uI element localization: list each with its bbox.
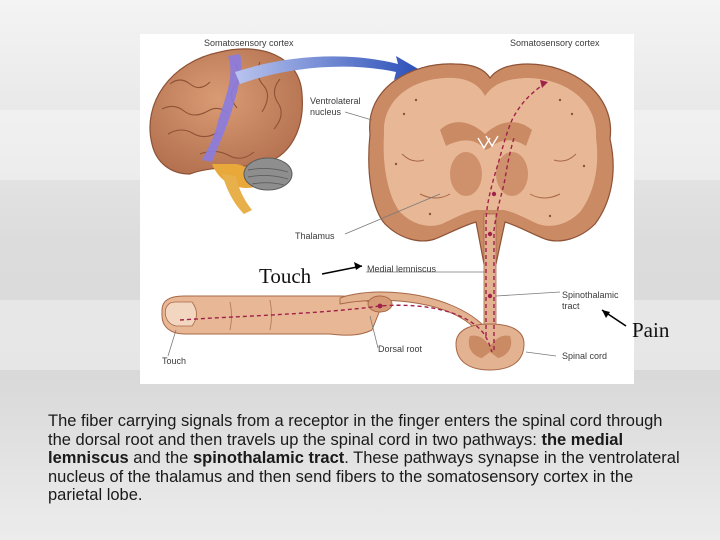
label-somatosensory-left: Somatosensory cortex: [204, 38, 294, 48]
label-nucleus: nucleus: [310, 107, 342, 117]
somatosensory-pathway-diagram: [149, 48, 627, 371]
projection-arrow: [235, 56, 420, 84]
coronal-brain-section: [368, 63, 614, 265]
leader-lines: [167, 111, 561, 357]
label-touch-small: Touch: [162, 356, 187, 366]
label-tract: tract: [562, 301, 580, 311]
caption-text-2: and the: [128, 449, 193, 467]
caption-paragraph: The fiber carrying signals from a recept…: [48, 412, 688, 505]
label-medial-lemniscus: Medial lemniscus: [367, 264, 437, 274]
caption-text-3: . These pathways synapse in the ventrola…: [48, 449, 680, 504]
label-ventrolateral: Ventrolateral: [310, 96, 361, 106]
anatomy-figure: Somatosensory cortex Somatosensory corte…: [140, 34, 634, 384]
sensory-pathway: [179, 80, 548, 353]
label-somatosensory-right: Somatosensory cortex: [510, 38, 600, 48]
annotation-pain: Pain: [632, 318, 670, 342]
label-thalamus: Thalamus: [295, 231, 335, 241]
label-spinal-cord: Spinal cord: [562, 351, 608, 361]
caption-medial-lemniscus: the medial lemniscus: [48, 430, 624, 468]
spinal-cord-section: [455, 323, 525, 371]
annotation-touch: Touch: [259, 264, 312, 288]
label-dorsal-root: Dorsal root: [378, 344, 423, 354]
touch-arrow: [321, 262, 363, 275]
caption-spinothalamic-tract: spinothalamic tract: [192, 449, 345, 467]
label-spinothalamic: Spinothalamic: [562, 290, 619, 300]
lateral-brain: [149, 48, 303, 214]
pain-arrow: [601, 309, 627, 327]
caption-text-1: The fiber carrying signals from a recept…: [48, 412, 663, 449]
